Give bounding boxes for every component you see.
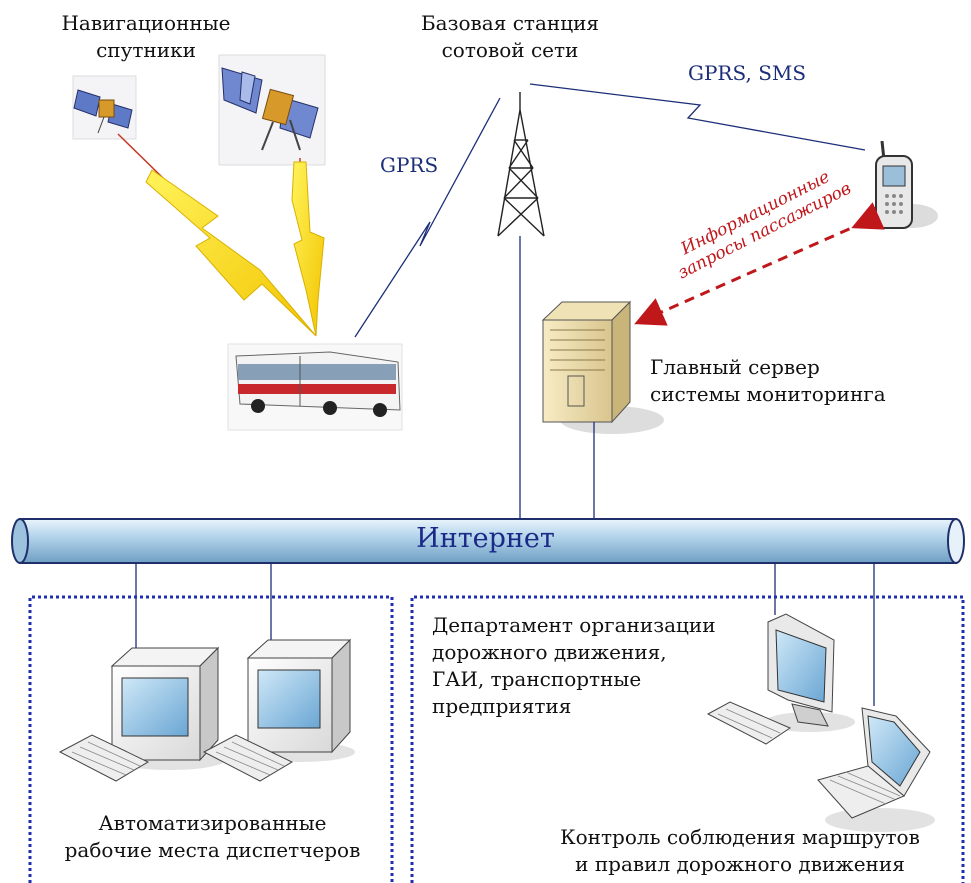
satellite-small-icon — [72, 75, 137, 140]
main-server-line-2: системы мониторинга — [650, 382, 886, 406]
gprs-sms-link-phone — [529, 83, 866, 151]
cell-tower-icon — [497, 92, 545, 237]
workstation-pc-1-icon — [58, 646, 225, 782]
gprs-label: GPRS — [380, 153, 439, 177]
department-label: Департамент организации дорожного движен… — [432, 612, 716, 720]
department-line-4: предприятия — [432, 694, 572, 718]
bus-icon — [227, 343, 403, 431]
workstations-line-2: рабочие места диспетчеров — [64, 838, 361, 862]
main-server-label: Главный сервер системы мониторинга — [650, 354, 886, 408]
satellites-label-line-2: спутники — [96, 38, 196, 62]
workstations-line-1: Автоматизированные — [98, 811, 327, 835]
internet-pipe — [11, 518, 965, 564]
control-label: Контроль соблюдения маршрутов и правил д… — [530, 824, 950, 878]
workstation-pc-2-icon — [202, 638, 355, 782]
server-icon — [541, 300, 664, 434]
pc-links — [135, 563, 875, 706]
control-line-2: и правил дорожного движения — [575, 852, 905, 876]
laptop-icon — [817, 707, 935, 832]
satellite-signal-bolt-2 — [291, 158, 325, 337]
main-server-line-1: Главный сервер — [650, 355, 820, 379]
control-line-1: Контроль соблюдения маршрутов — [560, 825, 920, 849]
internet-label: Интернет — [416, 523, 555, 554]
satellite-large-icon — [218, 54, 326, 166]
department-line-1: Департамент организации — [432, 613, 716, 637]
mobile-phone-icon — [875, 140, 938, 229]
satellites-label-line-1: Навигационные — [61, 11, 231, 35]
passenger-request-arrow — [634, 202, 885, 326]
satellites-label: Навигационные спутники — [36, 10, 256, 64]
base-station-label-line-2: сотовой сети — [441, 38, 579, 62]
base-station-label: Базовая станция сотовой сети — [410, 10, 610, 64]
satellite-signal-bolt-1 — [117, 133, 317, 337]
gprs-link-bus — [354, 97, 501, 338]
department-line-2: дорожного движения, — [432, 640, 667, 664]
workstations-label: Автоматизированные рабочие места диспетч… — [40, 810, 385, 864]
department-group-box — [410, 595, 965, 883]
lcd-monitor-icon — [706, 613, 855, 745]
base-station-label-line-1: Базовая станция — [420, 11, 600, 35]
gprs-sms-label: GPRS, SMS — [688, 61, 807, 85]
department-line-3: ГАИ, транспортные — [432, 667, 642, 691]
